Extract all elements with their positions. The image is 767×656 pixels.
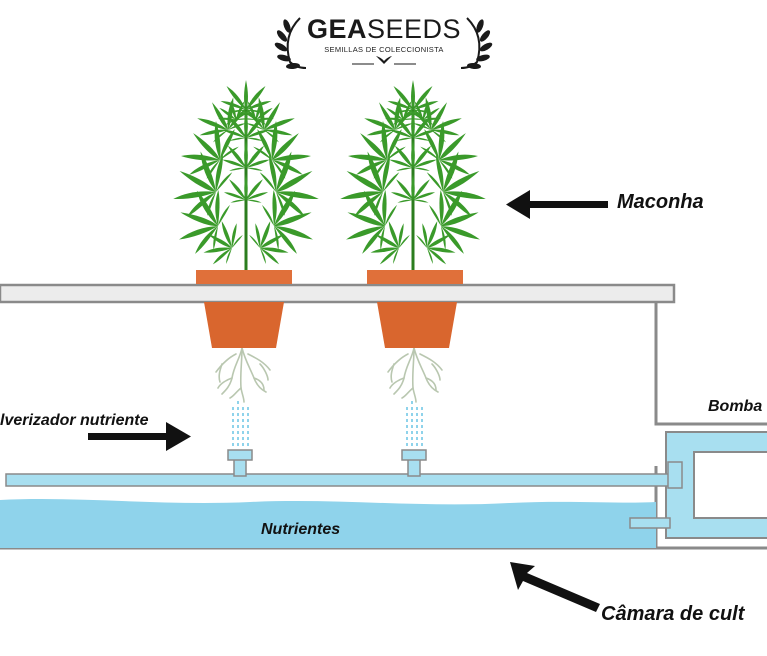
logo-brand: GEASEEDS	[304, 14, 464, 45]
roots-left	[215, 347, 271, 403]
cannabis-plant-icon	[162, 80, 330, 270]
lotus-icon	[352, 56, 416, 65]
arrow-icon	[510, 562, 600, 612]
laurel-right-icon	[460, 17, 493, 70]
roots-right	[387, 347, 443, 403]
label-plant: Maconha	[617, 191, 704, 213]
arrow-icon	[506, 190, 608, 219]
distribution-pipe	[5, 461, 683, 489]
logo-brand-bold: GEA	[306, 14, 367, 44]
label-nutrients: Nutrientes	[261, 521, 341, 538]
label-chamber: Câmara de cult	[601, 603, 745, 625]
laurel-left-icon	[274, 17, 307, 70]
arrow-icon	[88, 422, 191, 451]
pot-left	[196, 270, 292, 348]
pump-intake-pipe	[629, 517, 671, 529]
pump-box	[665, 431, 767, 539]
pot-right	[367, 270, 463, 348]
cannabis-plant-icon	[329, 80, 497, 270]
nutrient-water	[0, 499, 656, 548]
sprayer-nozzle-left	[227, 449, 253, 477]
logo-tagline: SEMILLAS DE COLECCIONISTA	[324, 45, 444, 54]
logo-brand-light: SEEDS	[366, 14, 462, 44]
label-pump: Bomba	[708, 398, 763, 415]
spray-mist-right	[406, 400, 423, 446]
label-sprayer: lverizador nutriente	[0, 412, 149, 429]
sprayer-nozzle-right	[401, 449, 427, 477]
grow-shelf	[0, 283, 676, 304]
spray-mist-left	[232, 400, 249, 446]
